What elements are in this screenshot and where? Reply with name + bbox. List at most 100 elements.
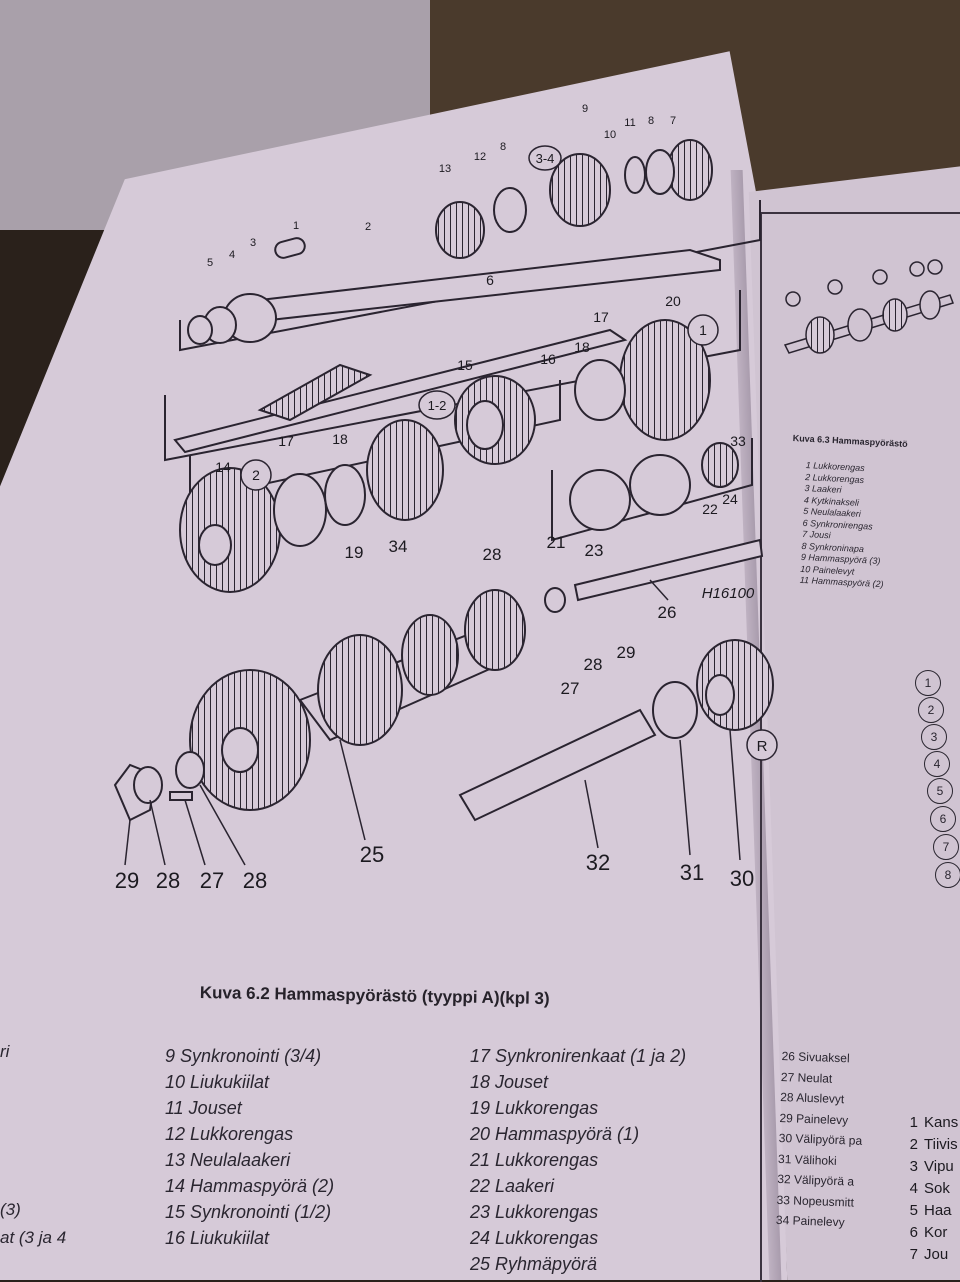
callout-circle — [909, 261, 925, 277]
label-30: 30 — [730, 866, 754, 891]
label-28b: 28 — [584, 655, 603, 674]
label-14: 14 — [215, 459, 231, 475]
legend-item: 29 Painelevy — [779, 1110, 849, 1127]
callout-circle: 6 — [930, 806, 956, 832]
legend-item: 23 Lukkorengas — [470, 1202, 599, 1222]
label-18: 18 — [574, 339, 590, 355]
leader-28b — [199, 784, 246, 866]
leader-28 — [149, 799, 166, 866]
legend-item: 13 Neulalaakeri — [165, 1150, 291, 1170]
label-28c: 28 — [156, 868, 180, 893]
gear-13 — [435, 201, 485, 259]
label-13: 13 — [439, 163, 451, 175]
callout-circle: 7 — [933, 834, 959, 860]
label-16: 16 — [540, 351, 556, 367]
needles-27 — [169, 791, 193, 801]
legend-item: 21 Lukkorengas — [470, 1150, 599, 1170]
hub-15-bore — [466, 400, 504, 450]
label-drawing-code: H16100 — [702, 585, 755, 602]
circle-gear-2 — [240, 459, 272, 491]
callout-circle: 4 — [924, 751, 950, 777]
label-27a: 27 — [561, 679, 580, 698]
label-29a: 29 — [617, 643, 636, 662]
legend-item: 27 Neulat — [780, 1069, 833, 1086]
label-8: 8 — [648, 115, 654, 127]
callout-circle — [872, 269, 888, 285]
bearing — [847, 308, 873, 342]
washer-28 — [544, 587, 566, 613]
legend-item: 19 Lukkorengas — [470, 1098, 599, 1118]
right-page-diagram — [783, 259, 954, 354]
label-33: 33 — [730, 433, 746, 449]
callout-circle: 5 — [927, 778, 953, 804]
label-gear-1: 1 — [699, 322, 707, 338]
ring-11 — [624, 156, 646, 194]
label-29b: 29 — [115, 868, 139, 893]
gear-14-bore — [198, 524, 232, 566]
legend-item: 10 Liukukiilat — [165, 1072, 270, 1092]
legend-item: 14 Hammaspyörä (2) — [165, 1176, 335, 1196]
legend-item: 17 Synkronirenkaat (1 ja 2) — [470, 1046, 687, 1066]
label-22: 22 — [702, 501, 718, 517]
label-8b: 8 — [500, 141, 506, 153]
gear-25-tiny — [464, 589, 526, 671]
circle-group-1-2 — [418, 390, 456, 420]
leader-26 — [649, 579, 669, 601]
callout-circle: 8 — [935, 862, 960, 888]
washer-28-left — [133, 766, 163, 804]
leader-31 — [679, 739, 691, 856]
ring-19 — [324, 464, 366, 526]
label-18b: 18 — [332, 431, 348, 447]
label-7: 7 — [670, 115, 676, 127]
label-28d: 28 — [243, 868, 267, 893]
label-23: 23 — [585, 541, 604, 560]
shaft-32 — [458, 708, 657, 822]
ring-17 — [273, 473, 327, 547]
leader-29 — [124, 819, 131, 866]
hub-synchro — [366, 419, 444, 521]
label-27b: 27 — [200, 868, 224, 893]
legend-item: 33 Nopeusmitt — [776, 1192, 855, 1210]
legend-column-2: 17 Synkronirenkaat (1 ja 2) 18 Jouset 19… — [470, 1043, 686, 1277]
label-2: 2 — [365, 221, 371, 233]
circle-group-3-4 — [528, 145, 562, 171]
gear-25-small — [401, 614, 459, 696]
right-legend: 1 Lukkorengas 2 Lukkorengas 3 Laakeri 4 … — [799, 460, 889, 591]
gear — [805, 316, 835, 354]
legend-item: 11 Jouset — [165, 1098, 242, 1118]
label-17: 17 — [593, 309, 609, 325]
label-9: 9 — [582, 103, 588, 115]
ring — [919, 290, 941, 320]
legend-edge-text: at (3 ja 4 — [0, 1228, 67, 1247]
layshaft-26 — [573, 538, 764, 602]
bearing-1 — [274, 237, 306, 259]
legend-item: 12 Lukkorengas — [165, 1124, 294, 1144]
legend-edge-text: ri — [0, 1042, 10, 1061]
washer-28-b — [175, 751, 205, 789]
legend-item: 20 Hammaspyörä (1) — [470, 1124, 640, 1144]
leader-25 — [339, 739, 366, 841]
label-10: 10 — [604, 129, 616, 141]
legend-column-1: 9 Synkronointi (3/4) 10 Liukukiilat 11 J… — [165, 1043, 334, 1251]
label-1: 1 — [293, 220, 299, 232]
legend-item: 18 Jouset — [470, 1072, 549, 1092]
legend-item: 30 Välipyörä pa — [778, 1130, 863, 1148]
callout-circle — [827, 279, 843, 295]
legend-item: 9 Synkronointi (3/4) — [165, 1046, 322, 1066]
label-21: 21 — [547, 533, 566, 552]
callout-circle: 3 — [921, 724, 947, 750]
gear — [882, 298, 908, 332]
main-shaft — [173, 328, 628, 454]
callout-circle: 1 — [915, 670, 941, 696]
leader-30 — [729, 729, 741, 861]
legend-item: 15 Synkronointi (1/2) — [165, 1202, 332, 1222]
leader-27 — [184, 799, 206, 866]
label-25: 25 — [360, 842, 384, 867]
ring-12 — [493, 187, 527, 233]
